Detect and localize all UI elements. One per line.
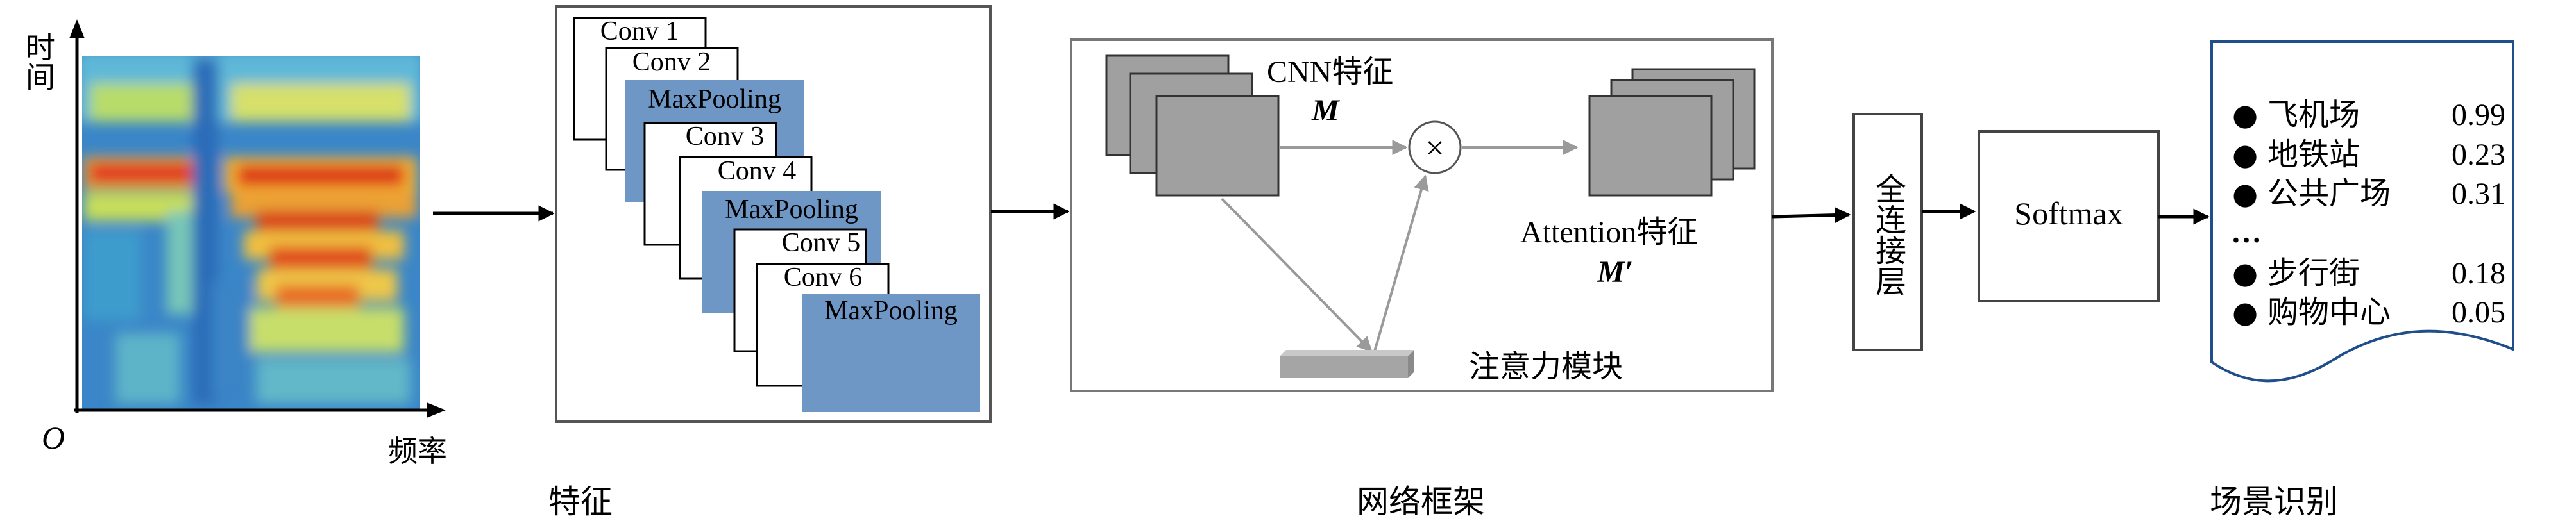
scene-item-score: 0.18	[2452, 256, 2505, 290]
layer-maxpool3	[802, 294, 980, 412]
softmax: Softmax	[1978, 130, 2160, 302]
y-axis-label: 时间	[21, 32, 56, 91]
scene-item-name: 飞机场	[2267, 97, 2360, 133]
spectrogram-image	[82, 56, 420, 409]
attention-module	[1280, 350, 1414, 378]
attention-feature-symbol: M′	[1597, 255, 1633, 289]
origin-label: O	[42, 420, 65, 456]
scene-item-bullet: ●	[2232, 97, 2258, 132]
scene-document-shape	[2210, 40, 2514, 383]
y-axis-arrowhead	[69, 19, 85, 38]
layer-maxpool1-label: MaxPooling	[648, 85, 781, 114]
layer-maxpool2-label: MaxPooling	[725, 195, 858, 224]
cnn-feature-maps	[1105, 54, 1280, 197]
scene-item-bullet: ●	[2232, 295, 2258, 329]
scene-recognition-caption: 场景识别	[2210, 483, 2338, 520]
layer-maxpool3-label: MaxPooling	[824, 296, 958, 326]
layer-conv6-label: Conv 6	[784, 263, 863, 292]
arrow-attention-module-to-multiply	[1373, 174, 1429, 352]
scene-item-name: 地铁站	[2267, 137, 2360, 172]
cnn-feature-label: CNN特征	[1267, 55, 1393, 89]
network-caption: 网络框架	[1357, 483, 1485, 520]
scene-item-0: ● 飞机场 0.99	[2232, 97, 2505, 133]
scene-item-bullet: ●	[2232, 256, 2258, 290]
fc-layer: 全连接层	[1852, 113, 1923, 351]
feature-caption: 特征	[548, 483, 613, 520]
scene-item-bullet: ●	[2232, 137, 2258, 172]
scene-item-name: 公共广场	[2267, 176, 2391, 211]
scene-item-score: 0.23	[2452, 138, 2505, 172]
layer-conv5-label: Conv 5	[782, 228, 861, 258]
scene-item-2: ● 公共广场 0.31	[2232, 176, 2505, 211]
arrow-cnn-to-attention-module	[1221, 197, 1373, 352]
fc-layer-label: 全连接层	[1870, 173, 1906, 296]
scene-item-4: ● 步行街 0.18	[2232, 255, 2505, 291]
feature-panel: Conv 1 Conv 2 MaxPooling Conv 3 Conv 4 M…	[548, 5, 992, 520]
layer-conv2-label: Conv 2	[632, 47, 711, 77]
softmax-label: Softmax	[2014, 195, 2123, 231]
arrow-network-to-fc	[1772, 207, 1851, 224]
fc-layer-box	[1852, 113, 1923, 351]
scene-item-1: ● 地铁站 0.23	[2232, 137, 2505, 172]
cnn-feature-symbol: M	[1311, 94, 1341, 128]
attention-feature-label: Attention特征	[1520, 215, 1698, 249]
attention-module-label: 注意力模块	[1469, 349, 1623, 385]
x-axis-arrowhead	[427, 402, 446, 418]
scene-item-bullet: ●	[2232, 176, 2258, 211]
scene-item-score: 0.99	[2452, 98, 2505, 132]
layer-conv4-label: Conv 4	[718, 156, 797, 186]
spectrogram: 时间 O 频率	[21, 19, 447, 468]
multiply-symbol: ×	[1425, 130, 1444, 167]
scene-recognition: ● 飞机场 0.99 ● 地铁站 0.23 ● 公共广场 0.31 … ● 步行…	[2210, 40, 2514, 520]
scene-item-score: 0.05	[2452, 295, 2505, 329]
layer-conv1-label: Conv 1	[600, 17, 679, 46]
scene-item-name: 步行街	[2267, 255, 2360, 291]
multiply-node	[1408, 120, 1462, 174]
scene-item-name: 购物中心	[2267, 294, 2391, 330]
scene-item-ellipsis: …	[2231, 215, 2262, 249]
attention-feature-maps	[1588, 68, 1756, 197]
layer-conv3-label: Conv 3	[686, 122, 765, 151]
x-axis-label: 频率	[388, 434, 447, 468]
network-panel: CNN特征 M × 注意力模块 Attention特征 M′ 网络框架	[1070, 38, 1774, 520]
scene-item-5: ● 购物中心 0.05	[2232, 294, 2505, 330]
softmax-box	[1978, 130, 2160, 302]
scene-item-score: 0.31	[2452, 177, 2505, 211]
